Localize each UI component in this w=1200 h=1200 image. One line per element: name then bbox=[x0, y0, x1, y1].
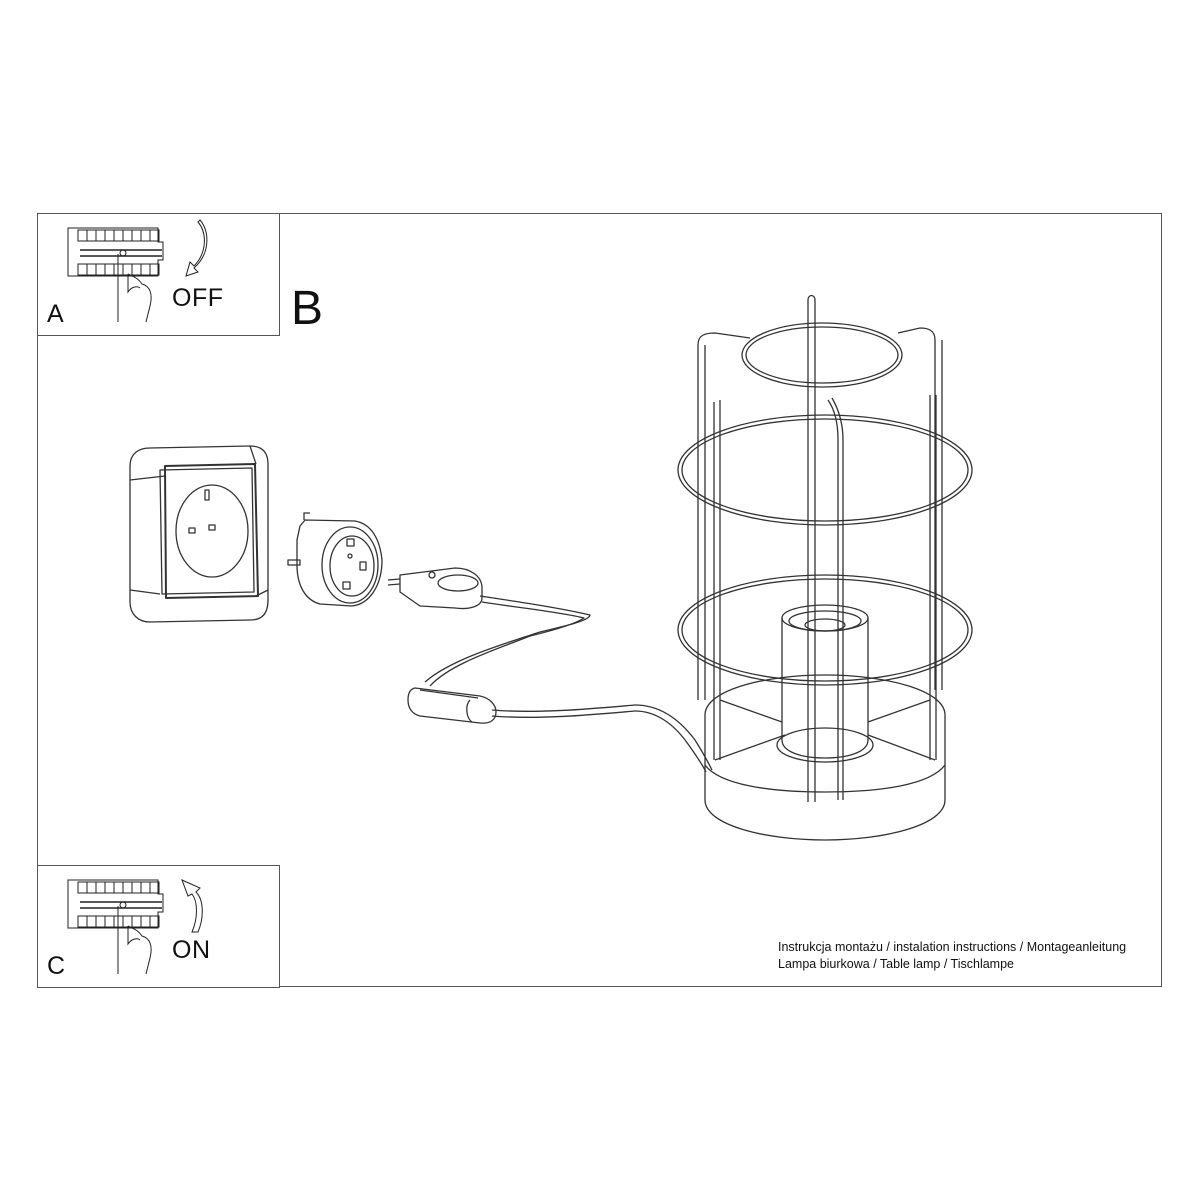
instruction-sheet-frame bbox=[37, 213, 1162, 987]
plug-icon bbox=[387, 567, 483, 610]
cord-icon bbox=[424, 595, 713, 773]
cord-switch-icon bbox=[407, 687, 497, 724]
lamp-cage-icon bbox=[677, 294, 973, 802]
step-a-action: OFF bbox=[172, 284, 224, 312]
wall-socket-icon bbox=[129, 445, 269, 623]
circuit-breaker-off-icon bbox=[67, 219, 208, 323]
lamp-socket-icon bbox=[781, 604, 869, 759]
plug-adapter-icon bbox=[287, 512, 383, 607]
step-a-letter: A bbox=[47, 300, 64, 328]
step-c-letter: C bbox=[47, 952, 66, 980]
circuit-breaker-on-icon bbox=[67, 879, 203, 975]
step-c-action: ON bbox=[172, 936, 211, 964]
caption-line-1: Instrukcja montażu / instalation instruc… bbox=[778, 940, 1127, 954]
document-caption: Instrukcja montażu / instalation instruc… bbox=[778, 939, 1126, 973]
step-a-panel: A OFF bbox=[37, 213, 280, 336]
caption-line-2: Lampa biurkowa / Table lamp / Tischlampe bbox=[778, 957, 1014, 971]
step-c-panel: C ON bbox=[37, 865, 280, 988]
step-b-letter: B bbox=[291, 282, 324, 335]
